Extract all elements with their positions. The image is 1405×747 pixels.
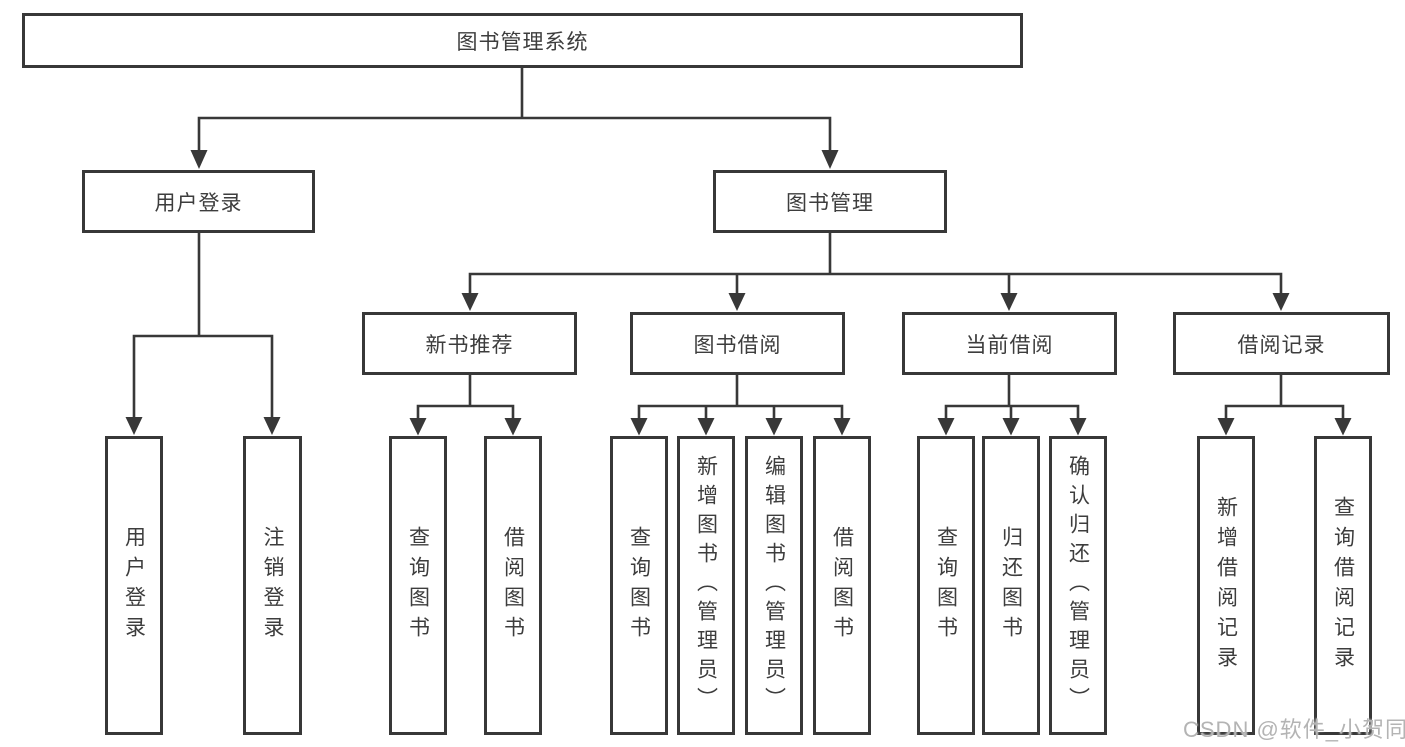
node-leaf-query-book-current-label: 查询图书 bbox=[934, 525, 958, 646]
node-leaf-query-book-current: 查询图书 bbox=[917, 436, 975, 735]
node-leaf-logout: 注销登录 bbox=[243, 436, 302, 735]
connector-user-login-branch bbox=[132, 233, 274, 418]
node-book-borrow: 图书借阅 bbox=[630, 312, 845, 375]
node-leaf-add-borrow-record: 新增借阅记录 bbox=[1197, 436, 1255, 735]
connector-current-borrow-branch bbox=[944, 375, 1080, 419]
node-current-borrow-label: 当前借阅 bbox=[965, 333, 1054, 357]
node-root: 图书管理系统 bbox=[22, 13, 1023, 68]
node-leaf-confirm-return-admin-label: 确认归还（管理员） bbox=[1066, 455, 1090, 716]
node-borrow-records: 借阅记录 bbox=[1173, 312, 1390, 375]
node-leaf-add-book-admin-label: 新增图书（管理员） bbox=[694, 455, 718, 716]
node-book-borrow-label: 图书借阅 bbox=[693, 333, 782, 357]
node-leaf-query-borrow-record-label: 查询借阅记录 bbox=[1331, 495, 1355, 676]
node-root-label: 图书管理系统 bbox=[456, 30, 589, 54]
node-leaf-confirm-return-admin: 确认归还（管理员） bbox=[1049, 436, 1107, 735]
node-leaf-query-book-recommend-label: 查询图书 bbox=[406, 525, 430, 646]
connector-book-borrow-branch bbox=[637, 375, 844, 419]
connector-book-management-branch bbox=[468, 233, 1283, 294]
node-borrow-records-label: 借阅记录 bbox=[1237, 333, 1326, 357]
node-leaf-user-login-label: 用户登录 bbox=[122, 525, 146, 646]
node-leaf-edit-book-admin: 编辑图书（管理员） bbox=[745, 436, 803, 735]
connector-borrow-records-branch bbox=[1224, 375, 1345, 419]
csdn-watermark: CSDN @软件_小贺同学 bbox=[1183, 717, 1405, 742]
connector-root-to-level1 bbox=[197, 68, 832, 151]
node-leaf-return-book: 归还图书 bbox=[982, 436, 1040, 735]
node-leaf-user-login: 用户登录 bbox=[105, 436, 163, 735]
node-leaf-borrow-book-recommend-label: 借阅图书 bbox=[501, 525, 525, 646]
connector-new-book-recommend-branch bbox=[416, 375, 515, 419]
node-leaf-query-book-borrow: 查询图书 bbox=[610, 436, 668, 735]
node-leaf-borrow-book-borrow: 借阅图书 bbox=[813, 436, 871, 735]
node-leaf-borrow-book-recommend: 借阅图书 bbox=[484, 436, 542, 735]
node-leaf-edit-book-admin-label: 编辑图书（管理员） bbox=[762, 455, 786, 716]
node-book-management-label: 图书管理 bbox=[786, 191, 874, 215]
node-leaf-return-book-label: 归还图书 bbox=[999, 525, 1023, 646]
node-leaf-query-book-borrow-label: 查询图书 bbox=[627, 525, 651, 646]
node-new-book-recommend: 新书推荐 bbox=[362, 312, 577, 375]
node-book-management: 图书管理 bbox=[713, 170, 947, 233]
node-leaf-borrow-book-borrow-label: 借阅图书 bbox=[830, 525, 854, 646]
node-leaf-add-borrow-record-label: 新增借阅记录 bbox=[1214, 495, 1238, 676]
node-current-borrow: 当前借阅 bbox=[902, 312, 1117, 375]
node-leaf-query-borrow-record: 查询借阅记录 bbox=[1314, 436, 1372, 735]
arrowheads bbox=[125, 150, 1352, 436]
node-leaf-logout-label: 注销登录 bbox=[261, 525, 284, 646]
node-new-book-recommend-label: 新书推荐 bbox=[425, 333, 514, 357]
node-user-login-branch: 用户登录 bbox=[82, 170, 315, 233]
node-leaf-add-book-admin: 新增图书（管理员） bbox=[677, 436, 735, 735]
node-leaf-query-book-recommend: 查询图书 bbox=[389, 436, 447, 735]
node-user-login-branch-label: 用户登录 bbox=[154, 191, 243, 215]
